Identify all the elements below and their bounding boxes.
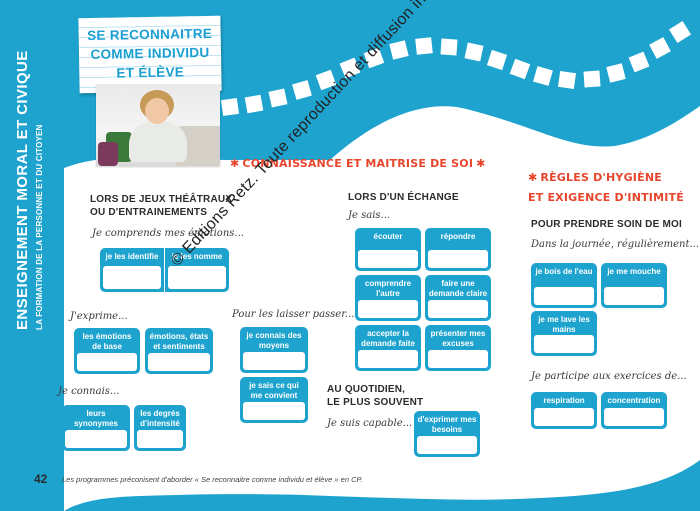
card-label: je me mouche (607, 267, 661, 276)
card-ecouter: écouter (355, 228, 421, 271)
section-title-hygiene-2: ET EXIGENCE D'INTIMITÉ (528, 191, 684, 204)
card-label: concentration (607, 396, 661, 405)
answer-field[interactable] (148, 353, 210, 371)
card-repondre: répondre (425, 228, 491, 271)
sidebar-subtitle: LA FORMATION DE LA PERSONNE ET DU CITOYE… (35, 124, 44, 330)
card-label: les degrés d'intensité (140, 409, 180, 428)
answer-field[interactable] (604, 287, 664, 305)
col4-prompt: Dans la journée, régulièrement... (531, 239, 699, 250)
col3-prompt: Je sais... (348, 210, 391, 221)
card-eau: je bois de l'eau (531, 263, 597, 308)
col1-prompt1: Je comprends mes émotions... (92, 228, 244, 239)
squares-band (220, 20, 692, 117)
child-photo (96, 84, 220, 166)
answer-field[interactable] (358, 300, 418, 318)
card-convient: je sais ce qui me convient (240, 377, 308, 423)
sidebar-band: ENSEIGNEMENT MORAL ET CIVIQUE LA FORMATI… (0, 0, 64, 511)
card-label: faire une demande claire (428, 279, 488, 298)
card-respiration: respiration (531, 392, 597, 429)
answer-field[interactable] (137, 430, 183, 448)
section-title-hygiene-1: RÈGLES D'HYGIÈNE (540, 171, 662, 184)
card-mouche: je me mouche (601, 263, 667, 308)
card-label: je sais ce qui me convient (249, 381, 299, 400)
card-label: émotions, états et sentiments (149, 332, 209, 351)
asterisk-icon: ✱ (528, 171, 538, 184)
answer-field[interactable] (77, 353, 137, 371)
card-degres: les degrés d'intensité (134, 405, 186, 451)
footer-note: Les programmes préconisent d'aborder « S… (62, 475, 363, 484)
card-emotions-etats: émotions, états et sentiments (145, 328, 213, 374)
sidebar-title: ENSEIGNEMENT MORAL ET CIVIQUE (14, 50, 31, 330)
col1-heading-line1: LORS DE JEUX THÉÂTRAUX (90, 194, 233, 205)
card-concentration: concentration (601, 392, 667, 429)
sidebar-title-block: ENSEIGNEMENT MORAL ET CIVIQUE LA FORMATI… (14, 50, 45, 330)
card-label: leurs synonymes (73, 409, 119, 428)
asterisk-icon: ✱ (230, 157, 240, 170)
col1-prompt3: Je connais... (58, 386, 120, 397)
col1-prompt2: J'exprime... (70, 311, 128, 322)
card-demande-claire: faire une demande claire (425, 275, 491, 321)
col3-heading2: AU QUOTIDIEN, LE PLUS SOUVENT (327, 383, 423, 409)
col1-heading-line2: OU D'ENTRAINEMENTS (90, 207, 208, 218)
card-mains: je me lave les mains (531, 311, 597, 356)
card-excuses: présenter mes excuses (425, 325, 491, 371)
col1-heading: LORS DE JEUX THÉÂTRAUX OU D'ENTRAINEMENT… (90, 193, 232, 219)
answer-field[interactable] (428, 350, 488, 368)
answer-field[interactable] (65, 430, 127, 448)
asterisk-icon: ✱ (476, 157, 486, 170)
card-label: je les identifie (105, 252, 159, 261)
col3-heading2-line2: LE PLUS SOUVENT (327, 397, 424, 408)
page-title-line1: SE RECONNAITRE (87, 25, 213, 44)
col4-heading: POUR PRENDRE SOIN DE MOI (531, 219, 682, 230)
answer-field[interactable] (358, 350, 418, 368)
card-synonymes: leurs synonymes (62, 405, 130, 451)
answer-field[interactable] (534, 408, 594, 426)
answer-field[interactable] (428, 250, 488, 268)
answer-field[interactable] (168, 266, 226, 289)
section-title-connaissance: CONNAISSANCE ET MAITRISE DE SOI (242, 157, 474, 170)
card-comprendre: comprendre l'autre (355, 275, 421, 321)
col3-heading: LORS D'UN ÉCHANGE (348, 192, 459, 203)
col3-heading2-line1: AU QUOTIDIEN, (327, 384, 406, 395)
card-label: répondre (440, 232, 476, 241)
card-label: accepter la demande faite (361, 329, 415, 348)
answer-field[interactable] (103, 266, 161, 289)
page-title-line3: ET ÉLÈVE (116, 64, 185, 81)
card-label: les émotions de base (82, 332, 132, 351)
answer-field[interactable] (604, 408, 664, 426)
section-header-connaissance: ✱CONNAISSANCE ET MAITRISE DE SOI✱ (230, 157, 489, 170)
answer-field[interactable] (534, 335, 594, 353)
answer-field[interactable] (243, 352, 305, 370)
col4-prompt2: Je participe aux exercices de... (531, 371, 687, 382)
section-header-hygiene: ✱RÈGLES D'HYGIÈNE ET EXIGENCE D'INTIMITÉ (528, 168, 684, 208)
col2-prompt: Pour les laisser passer... (232, 309, 355, 320)
page-title-card: SE RECONNAITRE COMME INDIVIDU ET ÉLÈVE (78, 15, 222, 94)
card-moyens: je connais des moyens (240, 327, 308, 373)
card-label: présenter mes excuses (430, 329, 486, 348)
answer-field[interactable] (417, 436, 477, 454)
card-label: je bois de l'eau (535, 267, 593, 276)
card-label: comprendre l'autre (364, 279, 412, 298)
card-label: je les nomme (171, 252, 223, 261)
card-besoins: d'exprimer mes besoins (414, 411, 480, 457)
answer-field[interactable] (428, 300, 488, 318)
card-label: je connais des moyens (246, 331, 302, 350)
page-number: 42 (34, 472, 48, 486)
card-group-emotions: je les identifie je les nomme (100, 248, 229, 292)
answer-field[interactable] (358, 250, 418, 268)
col3-prompt2: Je suis capable... (327, 418, 413, 429)
card-label: d'exprimer mes besoins (417, 415, 477, 434)
card-label: je me lave les mains (538, 315, 590, 334)
card-label: écouter (373, 232, 403, 241)
card-accepter: accepter la demande faite (355, 325, 421, 371)
answer-field[interactable] (243, 402, 305, 420)
card-emotions-base: les émotions de base (74, 328, 140, 374)
answer-field[interactable] (534, 287, 594, 305)
page-title-line2: COMME INDIVIDU (90, 44, 210, 63)
card-label: respiration (543, 396, 585, 405)
